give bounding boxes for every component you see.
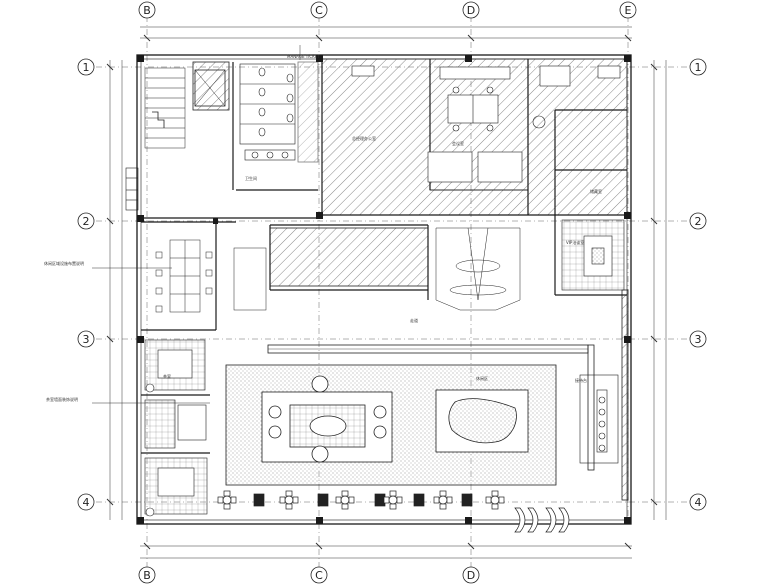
room-label-storage: 储藏室 (590, 188, 602, 194)
grid-column-bubbles-bottom: B C D (138, 566, 480, 584)
room-label-restroom: 卫生间 (245, 175, 257, 181)
reception-area (579, 374, 619, 464)
grid-label-1-right: 1 (695, 61, 702, 74)
room-label-lounge: 休闲区 (476, 375, 488, 381)
room-labels: 总经理办公室 会议室 接待台 休闲区 走道 VIP洽谈室 茶室 储藏室 卫生间 (163, 135, 602, 383)
room-label-corridor: 走道 (410, 317, 418, 323)
structural-columns (137, 55, 631, 524)
grid-label-e-top: E (625, 4, 632, 17)
grid-label-d-bottom: D (467, 569, 475, 582)
stairs (144, 67, 226, 149)
grid-label-2-right: 2 (695, 215, 702, 228)
note-upper: 休闲区域设施布置说明 (44, 260, 84, 266)
hatched-zones (192, 58, 629, 501)
grid-label-4-left: 4 (83, 496, 90, 509)
grid-label-4-right: 4 (695, 496, 702, 509)
grid-row-bubbles-left: 1 2 3 4 (77, 58, 95, 511)
room-label-meeting: 会议室 (452, 140, 464, 146)
lower-left-rooms (144, 339, 208, 517)
grid-row-bubbles-right: 1 2 3 4 (689, 58, 707, 511)
dimension-lines (106, 26, 667, 559)
grid-label-c-top: C (315, 4, 323, 17)
annotations: 休闲区域设施布置说明 茶室墙面装饰说明 MANAGE TICKET (44, 54, 320, 402)
entrance-doors (514, 507, 570, 533)
grid-label-1-left: 1 (83, 61, 90, 74)
grid-label-c-bottom: C (315, 569, 323, 582)
office-furniture (351, 65, 621, 183)
ticket-label: MANAGE TICKET (287, 54, 320, 59)
grid-label-b-bottom: B (143, 569, 151, 582)
grid-column-bubbles-top: B C D E (138, 1, 637, 19)
workstations (155, 239, 267, 313)
grid-label-2-left: 2 (83, 215, 90, 228)
note-lower: 茶室墙面装饰说明 (46, 396, 78, 402)
room-label-vip: VIP洽谈室 (566, 239, 584, 245)
grid-label-3-right: 3 (695, 333, 702, 346)
restroom-fixtures (239, 63, 296, 161)
vip-room (561, 219, 625, 291)
feature-room (435, 227, 521, 311)
central-lounge (225, 344, 595, 486)
bottom-seating-row (217, 490, 505, 510)
side-door (125, 167, 139, 211)
grid-label-3-left: 3 (83, 333, 90, 346)
grid-label-d-top: D (467, 4, 475, 17)
grid-label-b-top: B (143, 4, 151, 17)
room-label-reception: 接待台 (575, 377, 587, 383)
callout-leaders (92, 45, 301, 404)
room-label-office: 总经理办公室 (352, 135, 376, 141)
room-label-tea: 茶室 (163, 373, 171, 379)
